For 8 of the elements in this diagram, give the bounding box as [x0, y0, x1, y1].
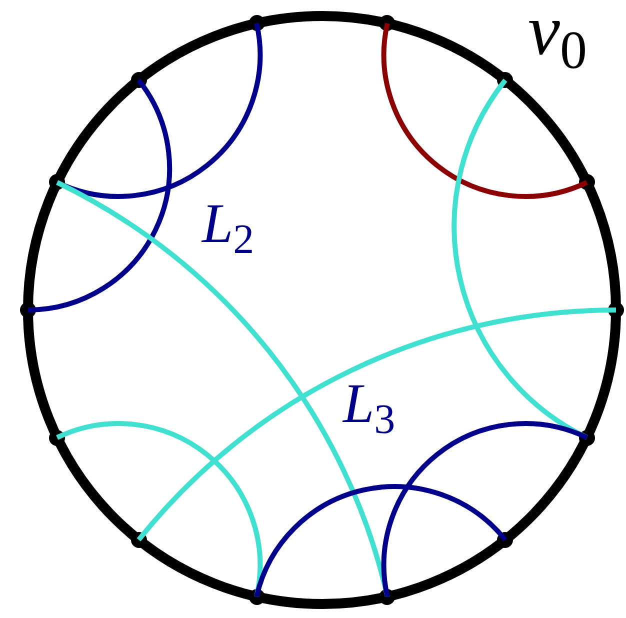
geodesic-arc [254, 484, 508, 598]
geodesic-arc [136, 308, 616, 542]
geodesic-arc [381, 421, 588, 598]
math-label: L$_{2}$ [202, 196, 254, 252]
math-label: L$_{3}$ [343, 376, 396, 432]
math-label: v$_{0}$ [528, 0, 587, 66]
geodesic-arc [28, 78, 172, 312]
geodesic-arc [381, 22, 588, 199]
